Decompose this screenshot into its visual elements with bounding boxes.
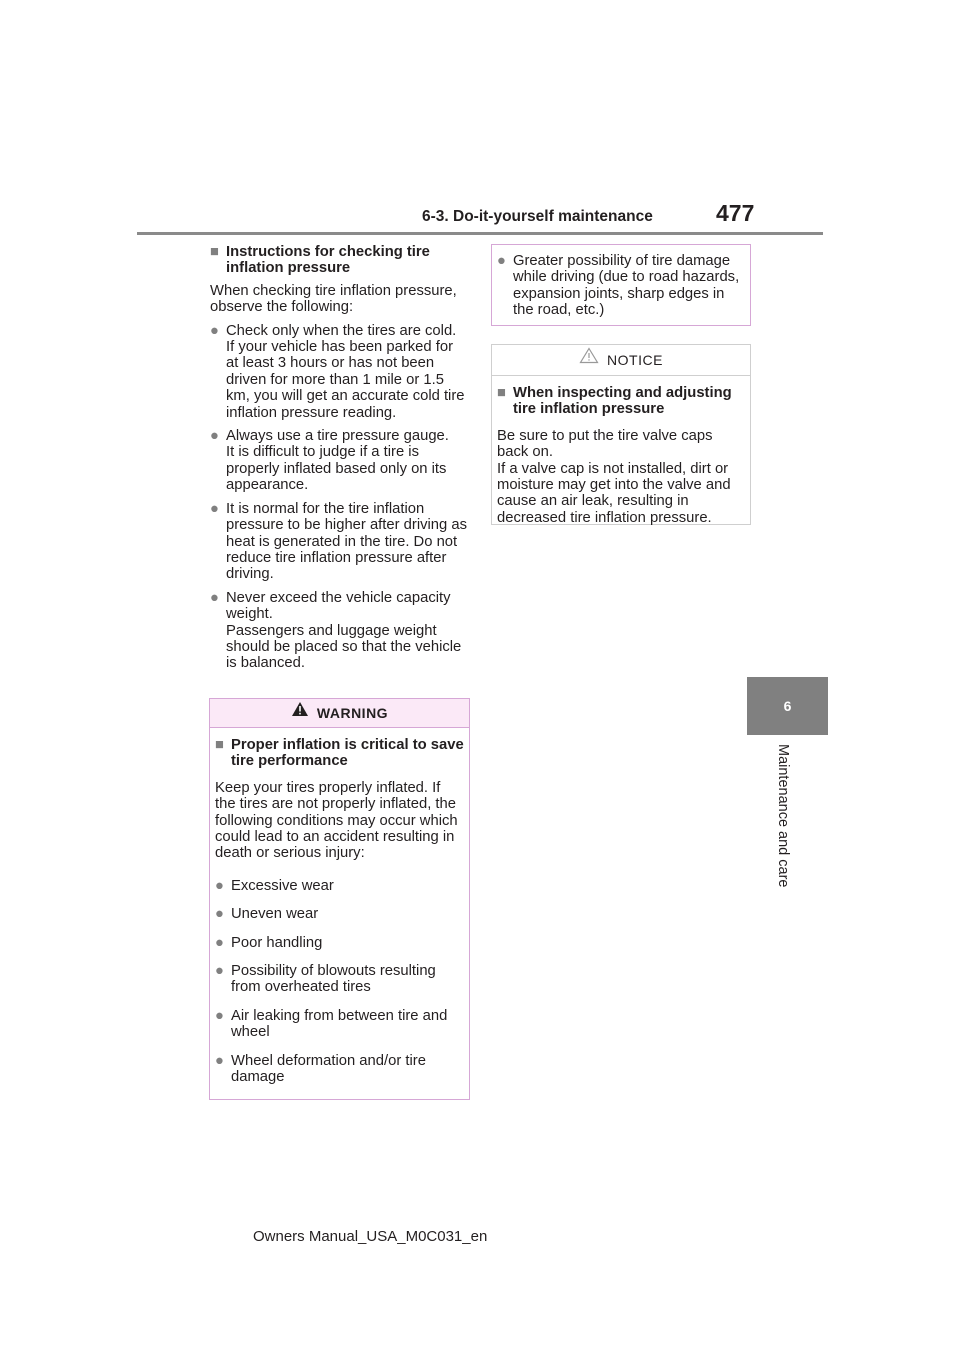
bullet-dot-icon: ● (215, 877, 224, 894)
chapter-tab[interactable]: 6 (747, 677, 828, 735)
footer-text: Owners Manual_USA_M0C031_en (253, 1228, 488, 1245)
caution-triangle-icon (579, 344, 599, 374)
header-rule (137, 232, 823, 235)
warning-heading: ■ Proper inflation is critical to save t… (215, 737, 465, 770)
warning-item-text: Wheel deformation and/or tire damage (231, 1052, 426, 1086)
list-item-detail: If your vehicle has been parked for at l… (226, 339, 465, 421)
section-heading-text: Instructions for checking tire inflation… (226, 244, 430, 277)
section-title: 6-3. Do-it-yourself maintenance (422, 208, 653, 225)
warning-title-bar: WARNING (210, 699, 469, 728)
warning-item-text: Excessive wear (231, 877, 334, 894)
list-item: ● Never exceed the vehicle capacity weig… (210, 590, 468, 672)
warning-title: WARNING (316, 705, 389, 721)
left-column: ■ Instructions for checking tire inflati… (210, 244, 468, 679)
list-item-text: Check only when the tires are cold. (226, 322, 457, 339)
warning-item-text: Uneven wear (231, 906, 319, 923)
notice-heading-text: When inspecting and adjusting tire infla… (513, 385, 732, 418)
intro-paragraph: When checking tire inflation pressure, o… (210, 282, 457, 316)
square-bullet-icon: ■ (210, 244, 219, 260)
notice-heading: ■ When inspecting and adjusting tire inf… (497, 385, 746, 418)
list-item: ● It is normal for the tire inflation pr… (210, 501, 468, 583)
warning-box: WARNING ■ Proper inflation is critical t… (209, 698, 470, 1100)
warning-heading-text: Proper inflation is critical to save tir… (231, 737, 464, 770)
warning-item: ● Uneven wear (215, 906, 465, 922)
warning-body-continued: ● Greater possibility of tire damage whil… (492, 245, 750, 337)
notice-paragraph: Be sure to put the tire valve caps back … (497, 428, 746, 526)
notice-title-bar: NOTICE (492, 345, 750, 376)
bullet-dot-icon: ● (497, 253, 506, 269)
bullet-dot-icon: ● (210, 322, 219, 339)
warning-item: ● Air leaking from between tire and wheel (215, 1008, 465, 1041)
bullet-dot-icon: ● (210, 500, 219, 517)
notice-title: NOTICE (607, 352, 663, 368)
notice-box: NOTICE ■ When inspecting and adjusting t… (491, 344, 751, 526)
warning-item: ● Excessive wear (215, 878, 465, 894)
square-bullet-icon: ■ (215, 737, 224, 753)
bullet-dot-icon: ● (215, 1052, 224, 1069)
warning-box-continued: ● Greater possibility of tire damage whil… (491, 244, 751, 326)
section-heading: ■ Instructions for checking tire inflati… (210, 244, 468, 277)
warning-item-text: Poor handling (231, 934, 323, 951)
list-item-text: Never exceed the vehicle capacity weight… (226, 589, 451, 623)
warning-item: ● Wheel deformation and/or tire damage (215, 1053, 465, 1086)
chapter-label-text: Maintenance and care (775, 744, 791, 888)
warning-item-text: Possibility of blowouts resulting from o… (231, 963, 436, 996)
bullet-dot-icon: ● (215, 934, 224, 951)
list-item: ● Check only when the tires are cold. If… (210, 323, 468, 421)
list-item-text: Always use a tire pressure gauge. (226, 428, 449, 445)
warning-triangle-icon (291, 698, 309, 726)
warning-item-text: Greater possibility of tire damage while… (513, 253, 740, 319)
warning-item: ● Greater possibility of tire damage whil… (497, 253, 746, 319)
square-bullet-icon: ■ (497, 385, 506, 401)
list-item-detail: Passengers and luggage weight should be … (226, 622, 462, 672)
page-number: 477 (716, 200, 755, 226)
notice-body: ■ When inspecting and adjusting tire inf… (492, 376, 750, 532)
warning-item: ● Poor handling (215, 935, 465, 951)
list-item: ● Always use a tire pressure gauge. It i… (210, 428, 468, 494)
bullet-dot-icon: ● (215, 963, 224, 980)
list-item-text: It is normal for the tire inflation pres… (226, 500, 467, 583)
bullet-dot-icon: ● (210, 428, 219, 445)
notice-paragraph-first: Be sure to put the tire valve caps back … (497, 427, 713, 461)
list-item-detail: It is difficult to judge if a tire is pr… (226, 444, 447, 494)
bullet-dot-icon: ● (215, 1007, 224, 1024)
notice-paragraph-rest: If a valve cap is not installed, dirt or… (497, 460, 731, 526)
bullet-dot-icon: ● (210, 589, 219, 606)
warning-item: ● Possibility of blowouts resulting from … (215, 963, 465, 996)
warning-body: ■ Proper inflation is critical to save t… (210, 728, 469, 1104)
chapter-label: Maintenance and care (738, 744, 828, 924)
bullet-dot-icon: ● (215, 906, 224, 923)
warning-paragraph: Keep your tires properly inflated. If th… (215, 779, 458, 862)
warning-item-text: Air leaking from between tire and wheel (231, 1007, 448, 1041)
